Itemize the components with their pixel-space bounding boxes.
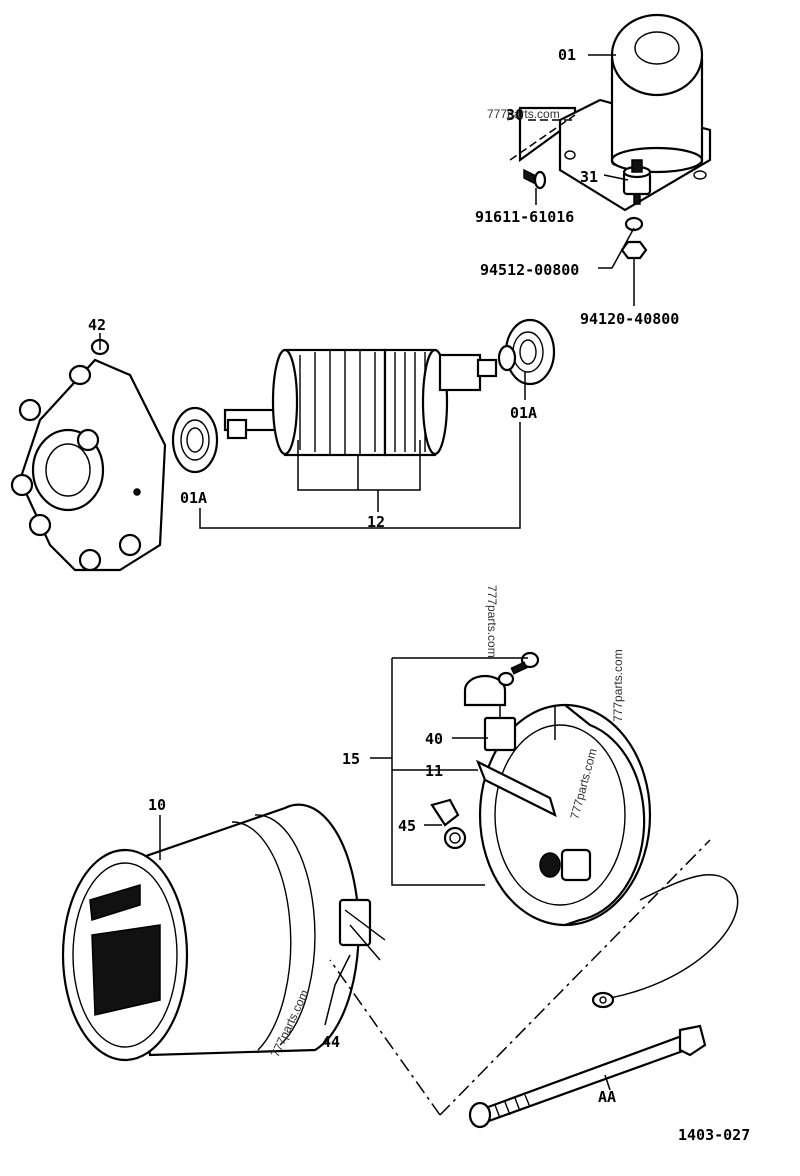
callout-12: 12 xyxy=(367,513,385,531)
diagram-code: 1403-027 xyxy=(678,1126,750,1144)
watermark-top: 777parts.com xyxy=(487,107,560,121)
terminal-bolt xyxy=(622,159,652,205)
brush-40 xyxy=(463,674,517,752)
callout-31: 31 xyxy=(580,168,598,186)
watermark-mid-vertical: 777parts.com xyxy=(485,585,499,658)
leader-lines xyxy=(99,54,635,1091)
callout-30: 30 xyxy=(506,106,524,124)
callout-bolt-part-number: 91611-61016 xyxy=(475,208,574,226)
bearing-right xyxy=(497,318,556,386)
armature-assembly xyxy=(223,348,498,457)
solenoid-switch xyxy=(518,13,712,212)
callout-aa: AA xyxy=(598,1088,616,1106)
washer xyxy=(624,216,644,232)
commutator-end-frame xyxy=(10,338,167,572)
callout-15: 15 xyxy=(342,750,360,768)
mounting-bolt xyxy=(523,168,547,190)
callout-40: 40 xyxy=(425,730,443,748)
ring-terminal-hole xyxy=(599,996,607,1004)
callout-01a-left: 01A xyxy=(180,489,207,507)
watermark-right-vertical: 777parts.com xyxy=(611,649,625,722)
screw-mid xyxy=(497,671,515,687)
lead-wire xyxy=(609,874,739,999)
brush-holder-plate xyxy=(475,703,652,927)
ring-terminal xyxy=(591,991,615,1009)
callout-44: 44 xyxy=(322,1033,340,1051)
callout-nut-part-number: 94120-40800 xyxy=(580,310,679,328)
through-bolt xyxy=(468,1024,707,1129)
callout-10: 10 xyxy=(148,796,166,814)
yoke-field-frame xyxy=(61,803,386,1062)
callout-42: 42 xyxy=(88,316,106,334)
callout-45: 45 xyxy=(398,817,416,835)
callout-01a-right: 01A xyxy=(510,404,537,422)
callout-01: 01 xyxy=(558,46,576,64)
alignment-line xyxy=(329,839,711,1116)
brush-spring-45 xyxy=(430,798,467,850)
bearing-left xyxy=(171,406,219,474)
callout-11: 11 xyxy=(425,762,443,780)
callout-washer-part-number: 94512-00800 xyxy=(480,261,579,279)
screw-top xyxy=(510,651,540,675)
